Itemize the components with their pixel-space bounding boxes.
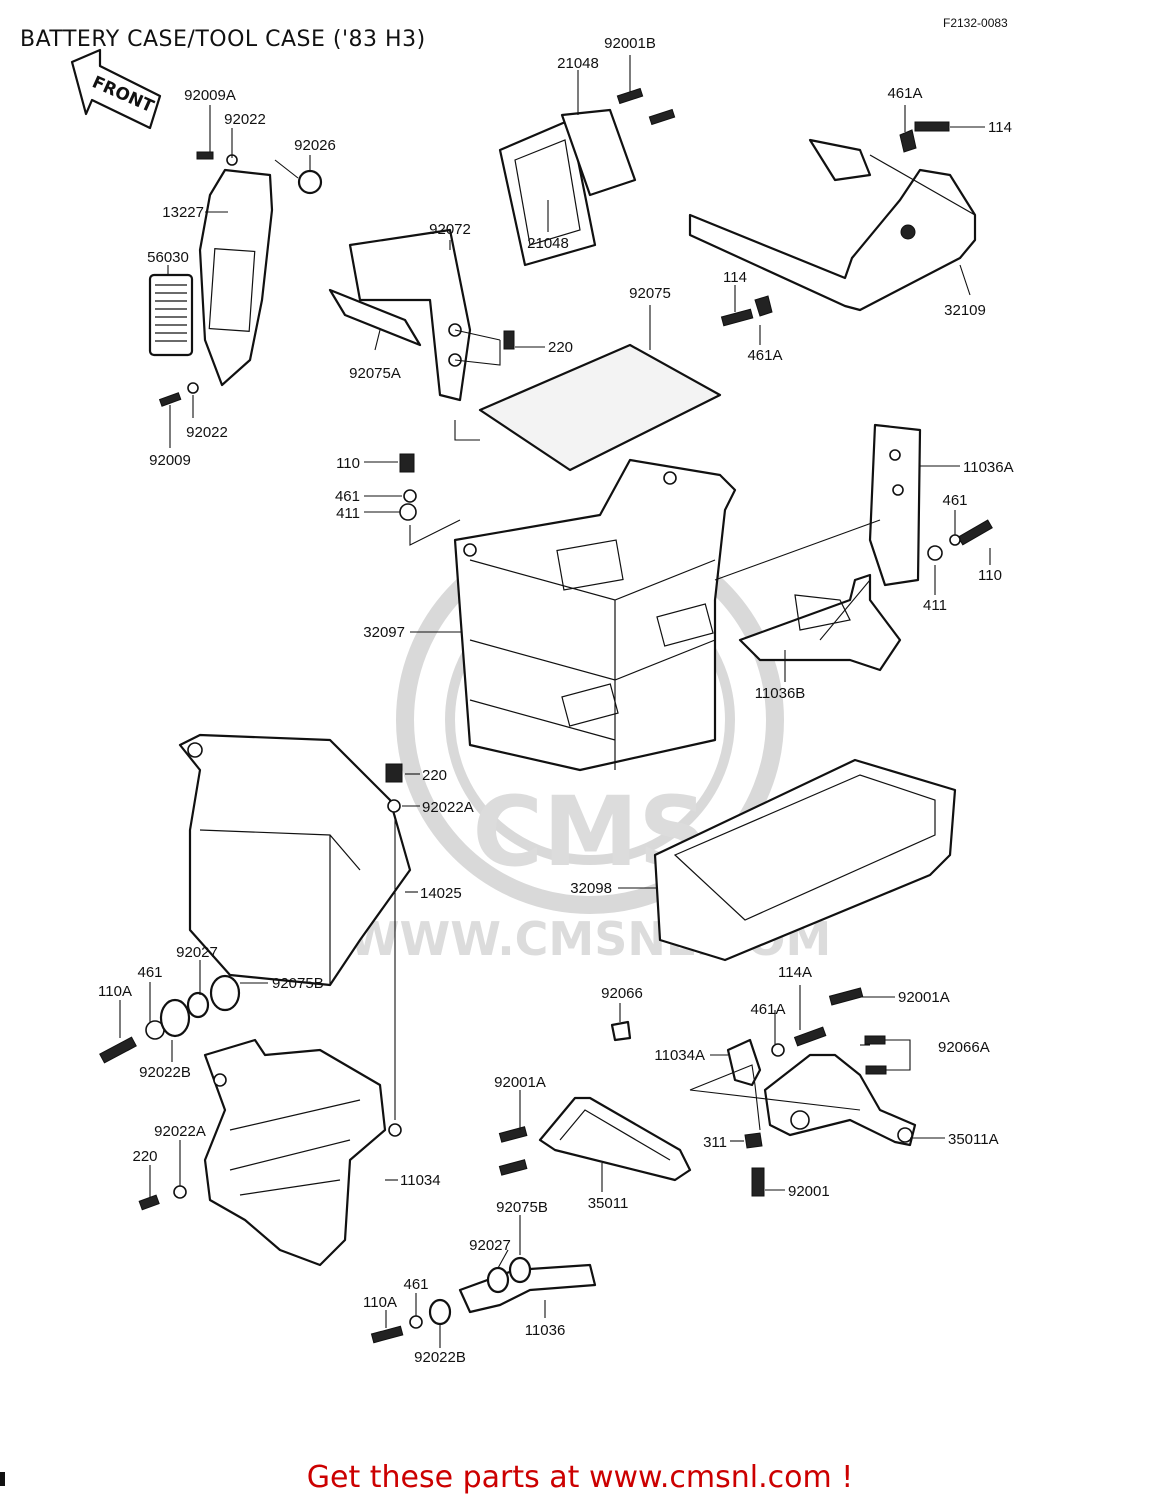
- part-label: 92001A: [898, 989, 950, 1006]
- bracket-11034A: [726, 1038, 762, 1087]
- part-label: 92022A: [154, 1123, 206, 1140]
- part-label: 11034: [400, 1172, 441, 1189]
- part-label: 220: [132, 1148, 157, 1165]
- part-label: 461A: [750, 1001, 785, 1018]
- part-label: 32109: [944, 302, 986, 319]
- bolt-110-461-411-left: [399, 453, 417, 521]
- side-cover-13227: [198, 168, 274, 387]
- grille-56030: [148, 273, 194, 357]
- part-label: 92075B: [272, 975, 324, 992]
- tool-case-32098: [653, 758, 957, 962]
- part-label: 114: [988, 119, 1012, 136]
- part-label: 92072: [429, 221, 471, 238]
- screw-92009A: [196, 151, 238, 166]
- part-label: 461: [335, 488, 360, 505]
- part-label: 11036: [525, 1322, 566, 1339]
- part-label: 92009A: [184, 87, 236, 104]
- part-label: 114: [723, 269, 747, 286]
- leader-lines: [119, 55, 991, 1348]
- bolt-92001B: [616, 87, 676, 126]
- diagram-reference: F2132-0083: [943, 16, 1008, 30]
- damper-set-lower: [370, 1298, 452, 1344]
- bracket-11036: [458, 1256, 597, 1314]
- part-label: 92009: [149, 452, 191, 469]
- part-label: 32097: [363, 624, 405, 641]
- part-label: 35011A: [948, 1131, 999, 1148]
- part-label: 32098: [570, 880, 612, 897]
- tool-32109: [688, 138, 977, 312]
- part-label: 56030: [147, 249, 189, 266]
- front-arrow-icon: FRONT: [70, 48, 162, 130]
- part-label: 92022B: [414, 1349, 466, 1366]
- bracket-35011: [498, 1096, 692, 1182]
- part-label: 11034A: [654, 1047, 705, 1064]
- part-label: 110A: [363, 1294, 397, 1311]
- part-label: 110A: [98, 983, 132, 1000]
- bracket-35011A: [763, 1053, 917, 1147]
- part-label: 461A: [747, 347, 782, 364]
- part-label: 461: [137, 964, 162, 981]
- part-label: 411: [923, 597, 947, 614]
- bracket-21048: [498, 108, 637, 267]
- part-label: 92026: [294, 137, 336, 154]
- bracket-11036B: [738, 573, 902, 672]
- part-label: 92066A: [938, 1039, 990, 1056]
- part-label: 92027: [469, 1237, 511, 1254]
- part-label: 92022A: [422, 799, 474, 816]
- bolt-110-461-411-right: [927, 519, 993, 561]
- part-label: 461: [403, 1276, 428, 1293]
- margin-mark: [0, 1472, 5, 1486]
- part-label: 92022: [186, 424, 228, 441]
- part-label: 220: [548, 339, 573, 356]
- part-label: 461A: [887, 85, 922, 102]
- part-label: 92027: [176, 944, 218, 961]
- part-label: 92075: [629, 285, 671, 302]
- bracket-11036A: [868, 423, 922, 587]
- part-label: 21048: [527, 235, 569, 252]
- part-label: 21048: [557, 55, 599, 72]
- footer-link[interactable]: Get these parts at www.cmsnl.com !: [307, 1460, 854, 1495]
- nut-311-bolt-92001: [744, 1132, 765, 1197]
- screw-92009: [158, 382, 199, 407]
- cover-14025: [178, 733, 412, 987]
- part-label: 11036B: [755, 685, 806, 702]
- part-label: 92022B: [139, 1064, 191, 1081]
- part-label: 14025: [420, 885, 462, 902]
- screw-220-92022A-mid: [385, 763, 403, 813]
- grommet-92066: [610, 1020, 632, 1042]
- part-label: 13227: [162, 204, 204, 221]
- part-label: 11036A: [963, 459, 1014, 476]
- part-label: 114A: [778, 964, 812, 981]
- part-label: 92066: [601, 985, 643, 1002]
- bolt-114-461A-mid: [720, 295, 773, 327]
- part-label: 92022: [224, 111, 266, 128]
- diagram-title: BATTERY CASE/TOOL CASE ('83 H3): [20, 27, 426, 52]
- grommet-92026: [297, 169, 323, 195]
- part-labels: 92001B 21048 21048 461A 114 92009A 92022…: [98, 35, 1014, 1366]
- part-label: 35011: [588, 1195, 629, 1212]
- part-label: 220: [422, 767, 447, 784]
- screw-220-92022A-low: [138, 1185, 187, 1211]
- part-label: 92075B: [496, 1199, 548, 1216]
- part-label: 92001: [788, 1183, 830, 1200]
- frame-92072: [328, 228, 472, 402]
- damper-set-upper: [99, 974, 241, 1064]
- part-label: 110: [978, 567, 1002, 584]
- part-label: 110: [336, 455, 360, 472]
- part-label: 92001A: [494, 1074, 546, 1091]
- pad-92075: [478, 343, 722, 472]
- bracket-11034: [203, 1038, 402, 1267]
- bolts-92001A-92066A-right: [771, 987, 887, 1075]
- part-label: 461: [942, 492, 967, 509]
- bolt-114-461A-top: [899, 121, 950, 153]
- part-label: 92075A: [349, 365, 401, 382]
- part-label: 311: [703, 1134, 727, 1151]
- battery-case-32097: [453, 458, 737, 772]
- part-label: 92001B: [604, 35, 656, 52]
- screw-220-top: [503, 330, 515, 350]
- part-label: 411: [336, 505, 360, 522]
